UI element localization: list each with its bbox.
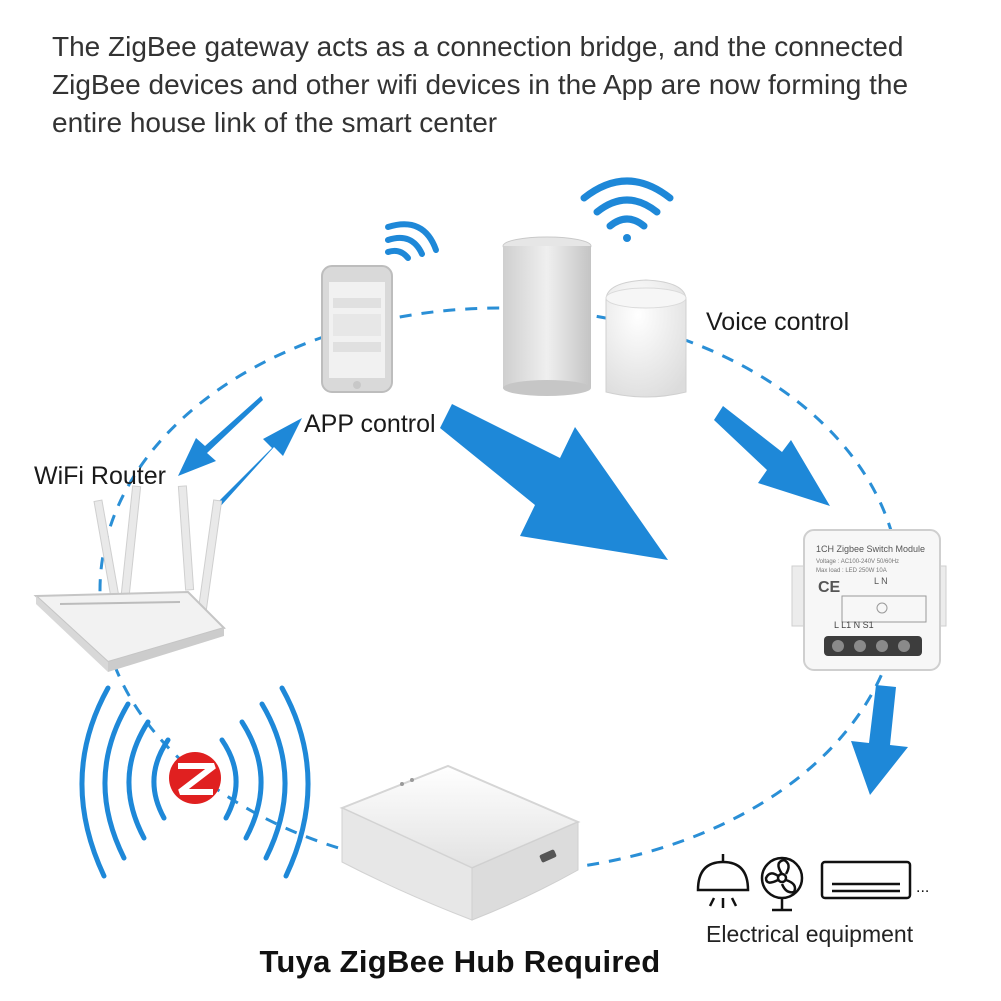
module-title: 1CH Zigbee Switch Module — [816, 544, 925, 554]
ceiling-lamp-icon — [696, 854, 750, 908]
app-control-label: APP control — [304, 410, 436, 438]
wifi-signal-icon — [385, 221, 439, 261]
smart-speaker-tall — [502, 236, 592, 396]
module-top-terminals: L N — [874, 576, 888, 586]
equipment-more: ... — [916, 879, 929, 896]
module-voltage: Voltage : AC100-240V 50/60Hz — [816, 559, 899, 565]
arrow-phone-to-router — [178, 396, 263, 476]
arrow-phone-to-module — [440, 404, 668, 560]
smartphone-device — [321, 265, 393, 393]
module-max-load: Max load : LED 250W 10A — [816, 568, 887, 574]
hub-required-caption: Tuya ZigBee Hub Required — [259, 944, 661, 979]
zigbee-signal-waves — [79, 685, 311, 879]
arrow-module-to-equipment — [851, 685, 908, 795]
wifi-router-device — [33, 485, 226, 672]
smart-speaker-dome — [605, 279, 687, 398]
fan-icon — [760, 856, 804, 912]
arrow-router-to-phone — [215, 418, 302, 509]
wifi-signal-icon — [580, 177, 674, 242]
air-conditioner-icon — [820, 860, 912, 900]
ce-mark: CE — [818, 579, 841, 596]
arrow-voice-to-module — [714, 406, 830, 506]
module-bottom-terminals: L L1 N S1 — [834, 620, 874, 630]
zigbee-switch-module: 1CH Zigbee Switch Module Voltage : AC100… — [791, 529, 947, 671]
intro-description: The ZigBee gateway acts as a connection … — [52, 31, 909, 138]
electrical-equipment-label: Electrical equipment — [706, 921, 914, 947]
zigbee-logo-icon — [169, 752, 221, 804]
voice-control-label: Voice control — [706, 308, 850, 336]
zigbee-hub-device — [339, 764, 581, 921]
wifi-router-label: WiFi Router — [34, 462, 166, 490]
